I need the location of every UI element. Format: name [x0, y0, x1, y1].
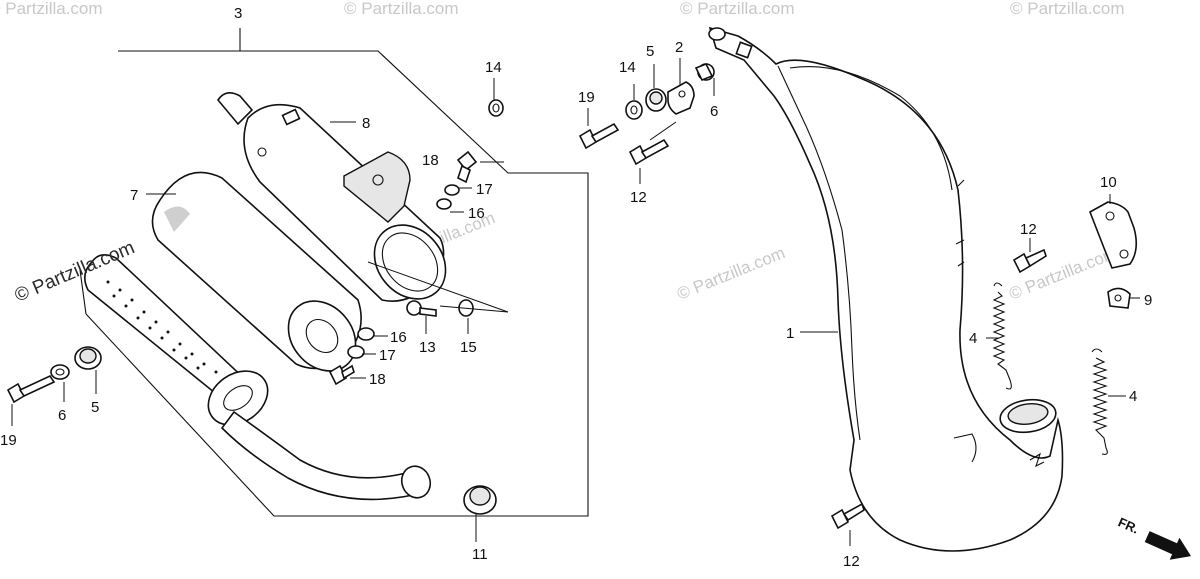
callout-5-top: 5 [646, 43, 654, 60]
callout-numbers: 1 2 3 4 4 5 5 6 6 7 8 9 10 11 12 12 12 1… [0, 5, 1152, 570]
callout-14-left: 14 [485, 59, 502, 76]
callout-8: 8 [362, 115, 370, 132]
watermark-right-1: © Partzilla.com [674, 243, 787, 304]
callout-17-upper: 17 [476, 181, 493, 198]
callout-17-lower: 17 [379, 347, 396, 364]
callout-16-lower: 16 [390, 329, 407, 346]
callout-16-upper: 16 [468, 205, 485, 222]
bolt-18-lower [328, 364, 355, 386]
callout-19-right: 19 [578, 89, 595, 106]
silencer-assembly-outline [79, 28, 589, 517]
callout-12-bottom: 12 [843, 553, 860, 570]
right-hardware [830, 201, 1138, 530]
bolt-12-bottom [830, 502, 865, 530]
bolt-19-right [578, 122, 620, 150]
callout-3: 3 [234, 5, 242, 22]
callout-6-top: 6 [710, 103, 718, 120]
callout-5-left: 5 [91, 399, 99, 416]
callout-12-top: 12 [630, 189, 647, 206]
bolt-12-right [1012, 248, 1047, 274]
callout-12-right: 12 [1020, 221, 1037, 238]
callout-18-lower: 18 [369, 371, 386, 388]
silencer-cover-part-7 [151, 171, 362, 372]
callout-7: 7 [130, 187, 138, 204]
callout-10: 10 [1100, 174, 1117, 191]
silencer-body-part-8 [217, 92, 447, 302]
watermark-top-4: © Partzilla.com [1010, 0, 1125, 18]
watermark-top-2: © Partzilla.com [344, 0, 459, 18]
inner-pipe-and-tailpipe [84, 254, 432, 501]
expansion-chamber-part-1 [708, 26, 1064, 552]
callout-19-left: 19 [0, 432, 17, 449]
direction-label: FR. [1116, 514, 1141, 536]
callout-11: 11 [472, 546, 488, 563]
arrow-right-icon [1144, 531, 1192, 560]
springs-part-4 [992, 282, 1108, 455]
callout-4-right: 4 [1129, 388, 1137, 405]
watermark-top-3: © Partzilla.com [680, 0, 795, 18]
callout-14-right: 14 [619, 59, 636, 76]
watermark-top-1: © Partzilla.com [0, 0, 103, 18]
bolt-18-upper [456, 150, 478, 184]
callout-6-left: 6 [58, 407, 66, 424]
callout-4-left: 4 [969, 330, 977, 347]
bolt-19-left [6, 374, 56, 404]
upper-hardware [578, 62, 715, 166]
front-direction-arrow: FR. [1116, 514, 1192, 560]
callout-13: 13 [419, 339, 436, 356]
callout-1: 1 [786, 325, 794, 342]
bolt-12-upper [628, 138, 670, 166]
callout-15: 15 [460, 339, 477, 356]
leader-lines [11, 58, 1140, 546]
callout-2: 2 [675, 39, 683, 56]
watermark-right-2: © Partzilla.com [1006, 243, 1119, 304]
callout-18-upper: 18 [422, 152, 439, 169]
callout-9: 9 [1144, 292, 1152, 309]
